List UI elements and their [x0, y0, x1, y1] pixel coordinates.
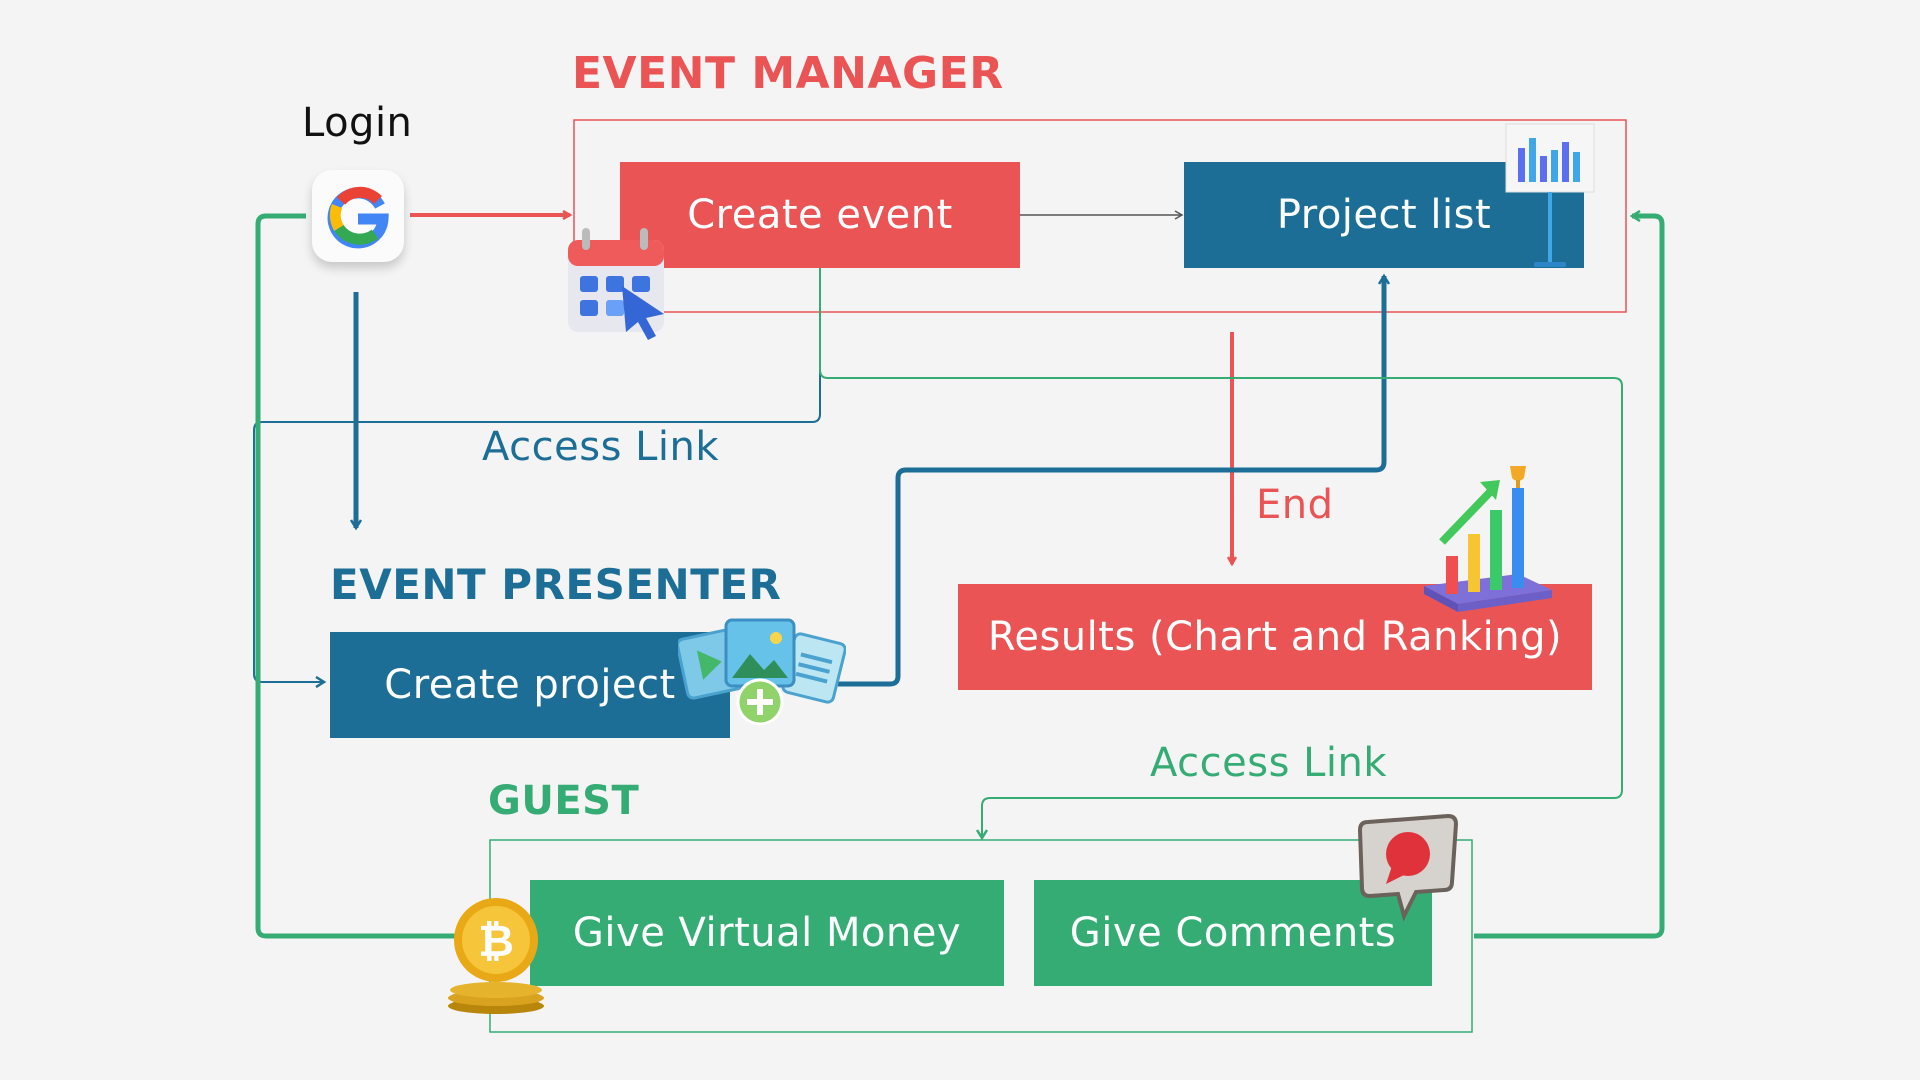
create-event-box: Create event	[620, 162, 1020, 268]
presenter-heading: EVENT PRESENTER	[330, 560, 782, 609]
guest-access-link	[819, 268, 1623, 838]
guest-access-link-label: Access Link	[1150, 740, 1388, 786]
login-label: Login	[302, 100, 413, 146]
bar-chart-board-icon	[1504, 120, 1596, 272]
media-add-icon	[675, 616, 847, 728]
guest-to-projects-arrow	[1474, 216, 1665, 939]
guest-login-loop	[255, 213, 456, 939]
svg-text:₿: ₿	[478, 916, 514, 967]
end-label: End	[1256, 482, 1334, 528]
project-list-label: Project list	[1276, 192, 1492, 238]
create-project-label: Create project	[384, 662, 676, 708]
growth-chart-trophy-icon	[1418, 462, 1558, 612]
give-money-box: Give Virtual Money	[530, 880, 1004, 986]
results-label: Results (Chart and Ranking)	[987, 614, 1563, 660]
presenter-access-link-label: Access Link	[482, 424, 720, 470]
calendar-click-icon	[564, 222, 674, 342]
bitcoin-coins-icon: ₿	[444, 894, 548, 1016]
create-project-box: Create project	[330, 632, 730, 738]
give-comments-label: Give Comments	[1069, 910, 1397, 956]
comment-bubble-icon	[1356, 812, 1460, 922]
manager-heading: EVENT MANAGER	[572, 48, 1004, 99]
give-money-label: Give Virtual Money	[572, 910, 962, 956]
give-comments-box: Give Comments	[1034, 880, 1432, 986]
results-box: Results (Chart and Ranking)	[958, 584, 1592, 690]
google-icon	[312, 170, 404, 262]
project-submit-arrow	[838, 276, 1384, 687]
create-event-label: Create event	[687, 192, 953, 238]
manager-frame	[573, 119, 1627, 313]
guest-heading: GUEST	[488, 778, 640, 824]
